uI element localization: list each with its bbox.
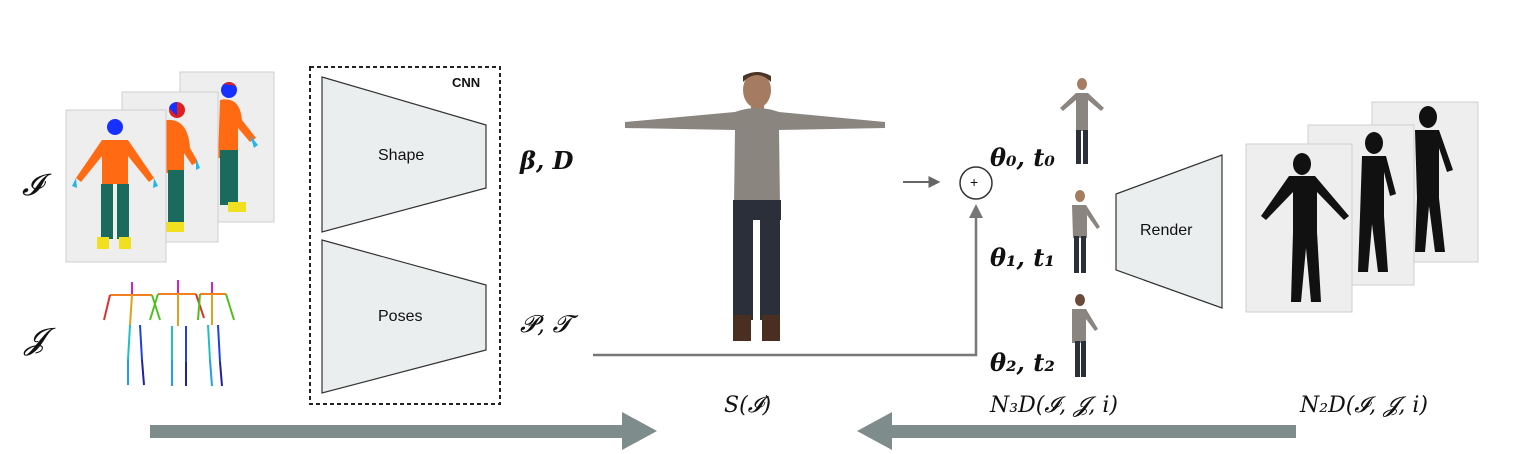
shape-branch-label: Shape <box>378 147 425 164</box>
posed-figure-2 <box>1072 294 1098 377</box>
skeleton-3 <box>197 282 235 387</box>
silhouette-stack <box>1245 101 1479 313</box>
shape-output-label: β, D <box>520 146 574 175</box>
pose-connector-line <box>593 216 978 357</box>
images-symbol: 𝓘 <box>22 168 43 203</box>
skeleton-1 <box>103 282 161 386</box>
shape-encoder-block <box>321 76 487 233</box>
joint-skeletons <box>103 280 235 387</box>
n2d-label: N₂D(𝓘, 𝓙, i) <box>1300 393 1428 418</box>
pose-param-1: θ₁, t₁ <box>990 243 1055 272</box>
skeleton-2 <box>149 280 205 386</box>
input-image-card-front <box>65 109 167 263</box>
forward-flow-arrow <box>150 412 657 450</box>
posed-figure-1 <box>1072 190 1100 273</box>
cnn-label: CNN <box>452 75 481 90</box>
backward-flow-arrow <box>857 412 1296 450</box>
renderer-label: Render <box>1140 222 1193 239</box>
body-model-3d <box>625 72 885 341</box>
poses-encoder-block <box>321 239 487 394</box>
cnn-box <box>309 66 501 405</box>
adder-circle <box>959 166 993 200</box>
poses-output-label: 𝓟, 𝓣 <box>520 310 571 338</box>
pose-connector-arrowhead <box>969 204 983 218</box>
joints-symbol: 𝓙 <box>24 322 45 357</box>
pose-param-2: θ₂, t₂ <box>990 348 1055 377</box>
renderer-block <box>1115 154 1223 309</box>
input-image-stack <box>65 71 275 263</box>
poses-branch-label: Poses <box>378 308 423 325</box>
shape-model-label: S(𝓘) <box>724 393 772 418</box>
silhouette-card-front <box>1245 143 1353 313</box>
adder-operator: + <box>970 174 979 190</box>
pose-param-0: θ₀, t₀ <box>990 143 1055 172</box>
posed-figure-0 <box>1060 78 1104 164</box>
n3d-label: N₃D(𝓘, 𝓙, i) <box>990 393 1118 418</box>
